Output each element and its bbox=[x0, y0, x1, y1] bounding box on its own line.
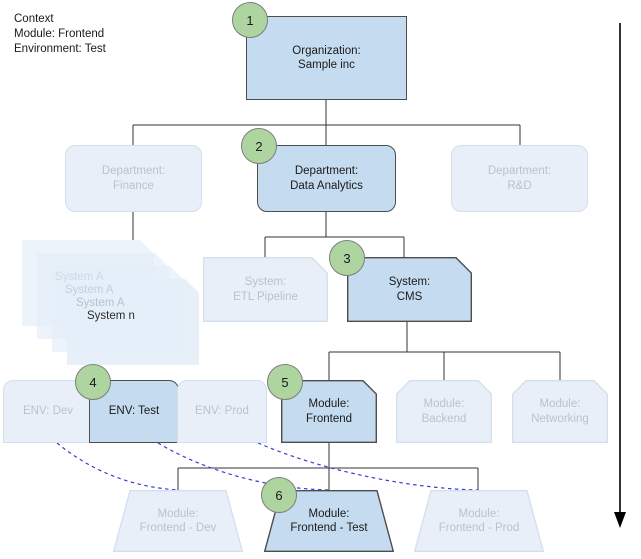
node-line-2: Frontend - Prod bbox=[438, 522, 520, 534]
system-stack-label-2: System A bbox=[65, 284, 114, 296]
node-line-1: Module: bbox=[423, 398, 465, 410]
node-module-backend[interactable]: Module: Backend bbox=[396, 380, 492, 443]
system-stack-label-3: System A bbox=[76, 297, 125, 309]
node-line-2: Backend bbox=[421, 412, 467, 425]
badge-4[interactable]: 4 bbox=[75, 364, 111, 400]
node-line-1: Department: bbox=[101, 165, 166, 177]
link-env-dev bbox=[56, 442, 179, 491]
node-line-2: Frontend - Dev bbox=[139, 522, 217, 534]
node-line-2: R&D bbox=[507, 179, 532, 192]
node-system-etl-pipeline[interactable]: System: ETL Pipeline bbox=[203, 257, 328, 322]
node-line-1: ENV: Test bbox=[108, 405, 160, 418]
node-line-1: System: bbox=[244, 276, 287, 288]
badge-2[interactable]: 2 bbox=[241, 128, 277, 164]
node-line-2: CMS bbox=[396, 290, 423, 303]
link-env-test bbox=[157, 442, 330, 491]
context-title: Context bbox=[14, 13, 54, 25]
node-line-1: Organization: bbox=[292, 44, 361, 57]
badge-1[interactable]: 1 bbox=[232, 2, 268, 38]
node-env-prod[interactable]: ENV: Prod bbox=[177, 380, 267, 443]
node-module-networking[interactable]: Module: Networking bbox=[512, 380, 608, 443]
node-line-2: Data Analytics bbox=[290, 179, 363, 192]
system-stack-label-4: System n bbox=[87, 310, 135, 322]
node-line-1: Module: bbox=[539, 398, 581, 410]
node-line-1: Department: bbox=[487, 165, 552, 177]
node-line-2: Frontend bbox=[305, 412, 353, 425]
node-deploy-frontend-prod[interactable]: Module: Frontend - Prod bbox=[414, 490, 544, 552]
node-line-1: Module: bbox=[157, 507, 199, 520]
node-line-2: Finance bbox=[113, 179, 154, 192]
badge-6[interactable]: 6 bbox=[261, 477, 297, 513]
node-system-cms[interactable]: System: CMS bbox=[347, 257, 472, 322]
node-department-data-analytics[interactable]: Department: Data Analytics bbox=[257, 145, 396, 212]
node-line-2: Sample inc bbox=[298, 59, 355, 71]
node-organization-sample-inc[interactable]: Organization: Sample inc bbox=[246, 16, 407, 100]
node-line-2: Networking bbox=[531, 412, 589, 425]
node-line-2: Frontend - Test bbox=[290, 522, 368, 534]
node-line-1: ENV: Dev bbox=[22, 405, 74, 418]
node-line-1: System: bbox=[388, 276, 431, 288]
badge-3[interactable]: 3 bbox=[329, 240, 365, 276]
node-line-2: ETL Pipeline bbox=[233, 290, 298, 303]
downward-flow-arrow bbox=[614, 23, 626, 528]
node-line-1: ENV: Prod bbox=[195, 405, 249, 418]
node-line-1: Module: bbox=[308, 398, 350, 410]
context-legend: Context Module: Frontend Environment: Te… bbox=[14, 12, 106, 57]
node-department-rd[interactable]: Department: R&D bbox=[451, 145, 588, 212]
node-department-finance[interactable]: Department: Finance bbox=[65, 145, 202, 212]
node-line-1: Module: bbox=[458, 507, 500, 520]
context-module: Module: Frontend bbox=[14, 28, 105, 40]
node-deploy-frontend-dev[interactable]: Module: Frontend - Dev bbox=[113, 490, 243, 552]
context-environment: Environment: Test bbox=[14, 43, 106, 55]
system-stack-label-1: System A bbox=[55, 271, 104, 283]
system-stack-card-4 bbox=[67, 279, 199, 365]
node-line-1: Module: bbox=[308, 507, 350, 520]
node-line-1: Department: bbox=[294, 165, 359, 177]
badge-5[interactable]: 5 bbox=[267, 364, 303, 400]
